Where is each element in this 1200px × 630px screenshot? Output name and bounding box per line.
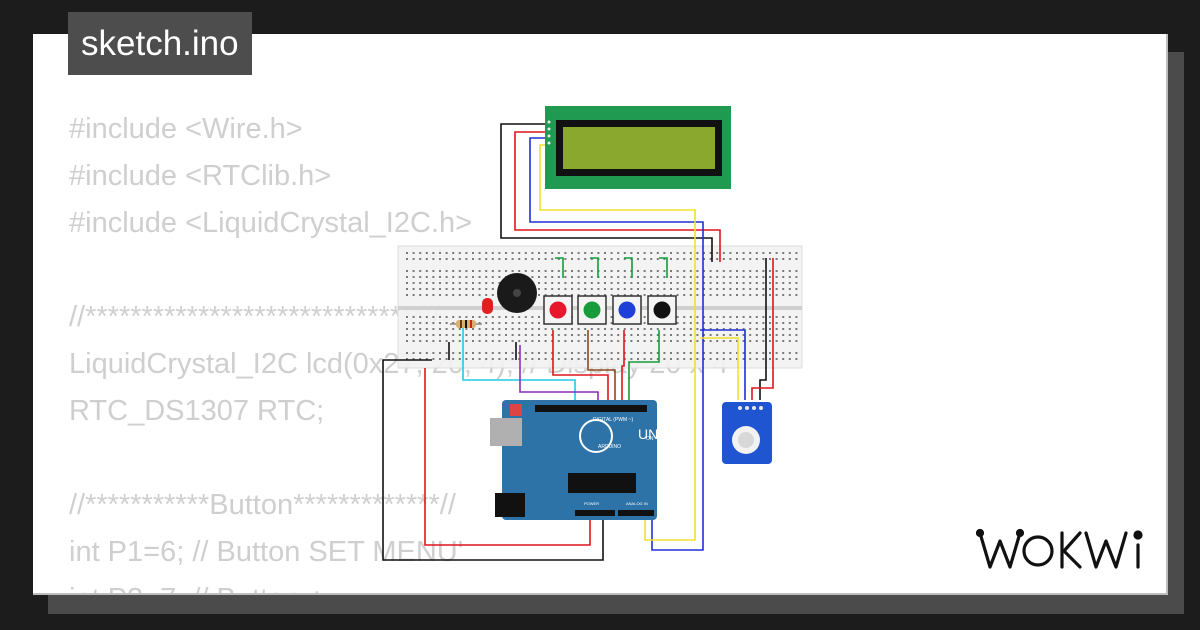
uno-label: UNO	[638, 426, 669, 442]
code-line: //******************************//	[69, 301, 440, 333]
wires	[382, 123, 774, 561]
led	[482, 298, 493, 314]
code-line: //***********Button*************//	[69, 489, 456, 521]
code-line: RTC_DS1307 RTC;	[69, 395, 325, 427]
rtc-module	[722, 402, 772, 464]
code-line: #include <Wire.h>	[69, 113, 303, 145]
code-line: #include <LiquidCrystal_I2C.h>	[69, 207, 473, 239]
power-label: POWER	[584, 501, 599, 506]
on-label: ON	[646, 436, 654, 442]
code-line: int P2=7; // Button +	[69, 576, 728, 593]
analog-label: ANALOG IN	[626, 501, 648, 506]
push-button	[577, 295, 607, 325]
resistor	[450, 320, 482, 328]
file-name-tag: sketch.ino	[68, 12, 252, 75]
code-line: int P1=6; // Button SET MENU'	[69, 536, 464, 568]
wokwi-logo	[976, 528, 1143, 569]
buzzer	[497, 273, 537, 313]
arduino-label: ARDUINO	[598, 444, 621, 450]
digital-label: DIGITAL (PWM ~)	[593, 417, 633, 423]
code-line: #include <RTClib.h>	[69, 160, 332, 192]
push-button	[543, 295, 573, 325]
push-buttons	[543, 295, 677, 325]
arduino-uno-board: UNO ARDUINO DIGITAL (PWM ~) POWER ANALOG…	[490, 400, 669, 520]
push-button	[612, 295, 642, 325]
push-button	[647, 295, 677, 325]
lcd-display	[545, 106, 731, 189]
code-preview: #include <Wire.h> #include <RTClib.h> #inc…	[69, 106, 728, 593]
